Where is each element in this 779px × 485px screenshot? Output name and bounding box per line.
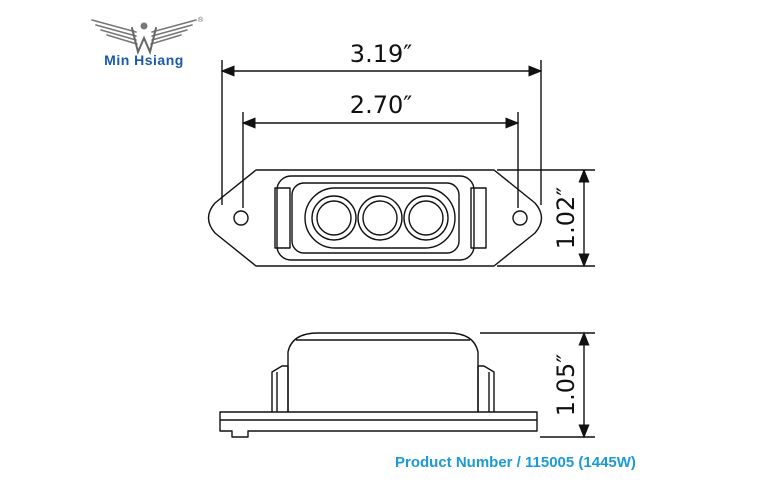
dimension-width — [497, 168, 595, 268]
top-view — [207, 169, 543, 267]
product-number: Product Number / 115005 (1445W) — [395, 454, 636, 471]
lens-right — [403, 195, 449, 241]
dimension-overall-length — [220, 60, 543, 205]
lens-center — [357, 195, 403, 241]
mounting-hole-left — [233, 210, 249, 226]
right-clip — [470, 187, 487, 249]
left-clip — [274, 187, 291, 249]
housing-inner — [291, 182, 460, 254]
lens-right-inner — [408, 200, 444, 236]
base-plate — [219, 411, 538, 438]
registered-mark: ® — [198, 16, 204, 24]
flange-outline — [207, 169, 543, 267]
dimension-label-hole-spacing: 2.70″ — [350, 91, 412, 119]
dimension-hole-spacing — [241, 112, 520, 208]
housing-outline — [276, 175, 475, 261]
dimension-label-width: 1.02″ — [552, 187, 580, 249]
side-view — [219, 332, 538, 438]
dimension-label-height: 1.05″ — [552, 354, 580, 416]
lens-left-inner — [316, 200, 352, 236]
dimension-height — [480, 331, 595, 439]
mounting-hole-right — [512, 210, 528, 226]
left-side-clip — [271, 365, 289, 412]
right-side-clip — [477, 365, 495, 412]
dome — [287, 332, 479, 412]
lens-center-inner — [362, 200, 398, 236]
lens-left — [311, 195, 357, 241]
dimension-label-overall-length: 3.19″ — [350, 40, 412, 68]
brand-logo-icon: ® — [91, 16, 204, 56]
brand-name: Min Hsiang — [104, 52, 184, 68]
lens-housing — [304, 187, 456, 249]
